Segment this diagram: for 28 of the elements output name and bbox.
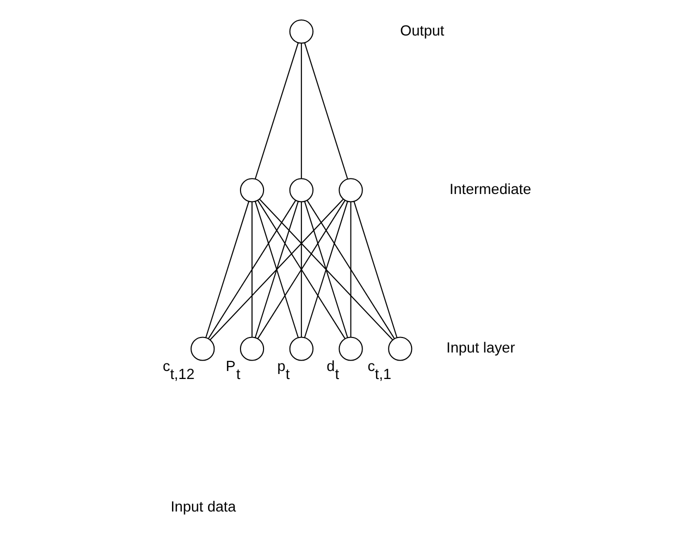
connector xyxy=(300,202,302,338)
connector xyxy=(350,202,351,338)
connector xyxy=(254,201,298,338)
node-circle xyxy=(239,336,264,361)
node-circle xyxy=(288,336,313,361)
connector xyxy=(352,201,397,338)
connector xyxy=(304,42,348,180)
connector xyxy=(300,43,302,178)
connector xyxy=(306,200,394,339)
connector xyxy=(258,199,392,340)
connector xyxy=(251,202,252,338)
connector xyxy=(204,201,249,338)
connector xyxy=(304,201,348,338)
node-circle xyxy=(288,178,313,202)
connector xyxy=(209,199,343,340)
label: Intermediate xyxy=(449,182,531,198)
label: Output xyxy=(400,23,444,40)
label: Input data xyxy=(170,499,236,516)
node-circle xyxy=(288,19,313,44)
node-circle xyxy=(388,336,412,361)
label: Input layer xyxy=(446,340,514,357)
node-circle xyxy=(190,336,214,361)
connector xyxy=(208,200,296,339)
node-circle xyxy=(338,178,362,202)
node-circle xyxy=(239,178,264,202)
connector xyxy=(256,200,345,339)
node-circle xyxy=(338,336,362,361)
connector xyxy=(254,42,298,180)
